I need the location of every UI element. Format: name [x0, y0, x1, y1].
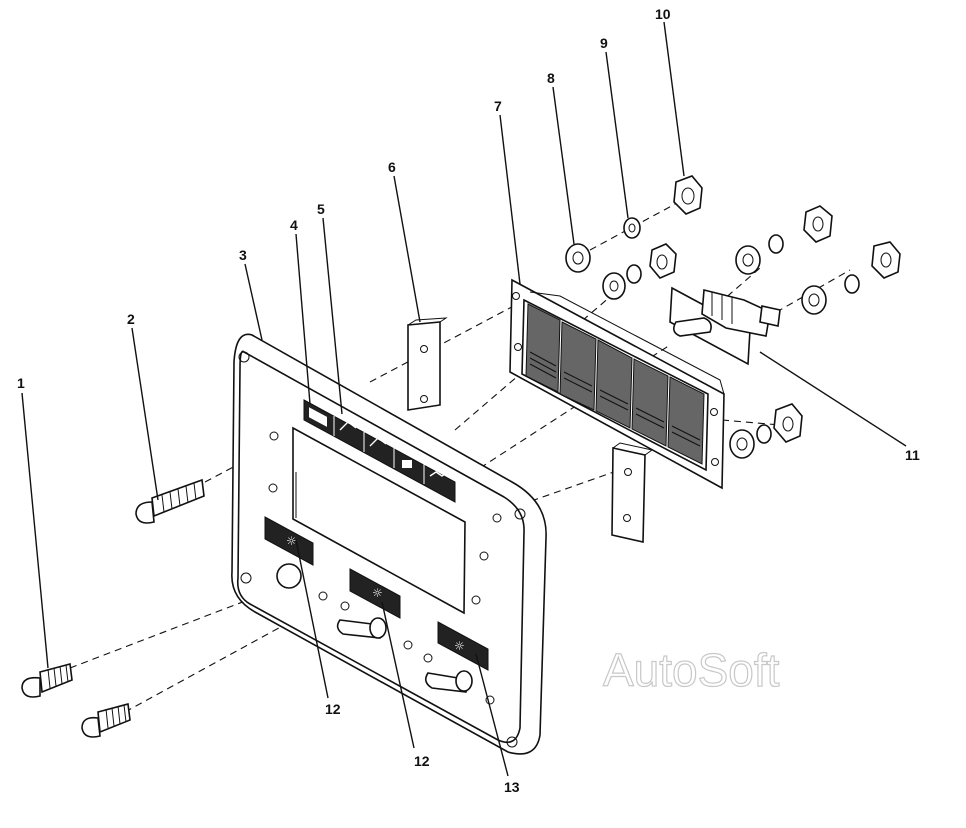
callout-4: 4: [290, 217, 298, 233]
washers-and-nuts: [565, 175, 901, 459]
callout-10: 10: [655, 6, 671, 22]
callout-3: 3: [239, 247, 247, 263]
light-icon: ☼: [454, 639, 465, 653]
light-icon: ☼: [372, 586, 383, 600]
label-strip: [303, 399, 456, 503]
toggle-levers: [336, 617, 473, 693]
callout-1: 1: [17, 375, 25, 391]
callout-12b: 12: [414, 753, 430, 769]
callout-labels: 1 2 3 4 5 6 7 8 9 10 11 12 12 13: [17, 6, 920, 795]
mounting-brackets: [407, 317, 654, 543]
light-icon: ☼: [286, 534, 297, 548]
callout-6: 6: [388, 159, 396, 175]
callout-5: 5: [317, 201, 325, 217]
callout-11: 11: [905, 447, 920, 463]
callout-8: 8: [547, 70, 555, 86]
callout-13: 13: [504, 779, 520, 795]
callout-2: 2: [127, 311, 135, 327]
switch-label-plates: ☼ ☼ ☼: [264, 516, 489, 671]
callout-12a: 12: [325, 701, 341, 717]
leader-lines: [21, 21, 907, 777]
toggle-switch-assembly: [669, 286, 781, 366]
label-symbol-icons: [339, 421, 449, 477]
callout-9: 9: [600, 35, 608, 51]
screws: [21, 478, 205, 738]
callout-7: 7: [494, 98, 502, 114]
watermark-text: AutoSoft: [603, 644, 780, 696]
switch-block: [509, 278, 725, 490]
